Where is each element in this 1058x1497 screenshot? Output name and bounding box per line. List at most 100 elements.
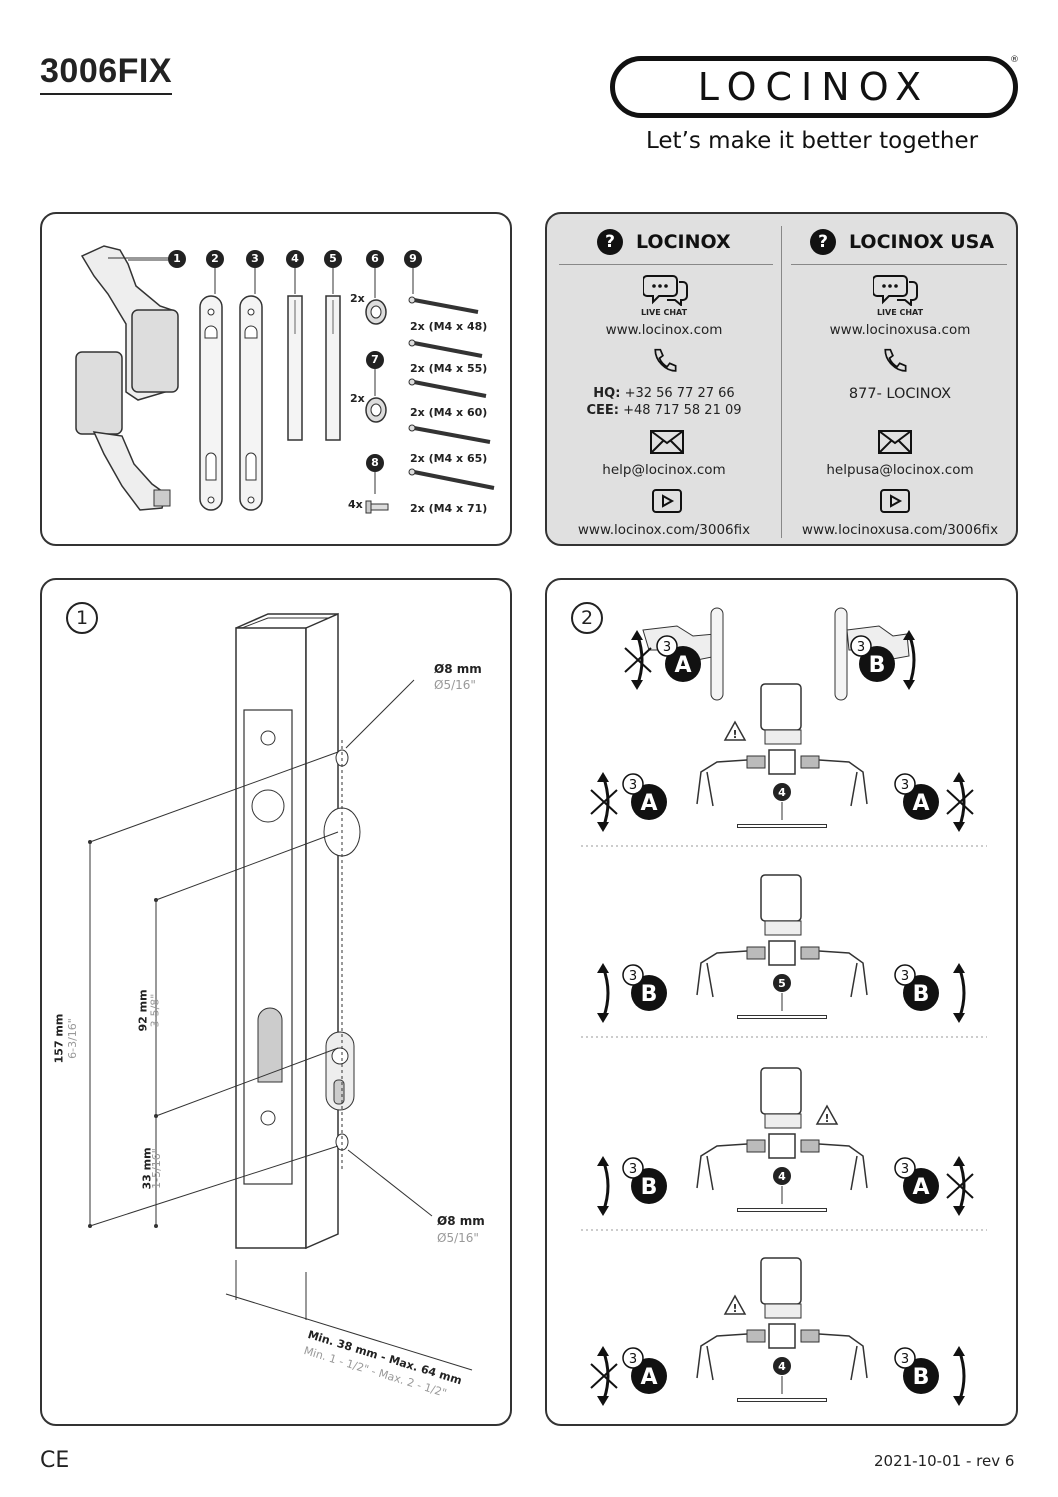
config-4-lock-body [760,1257,802,1305]
config-1-spindle-num: 4 [778,786,786,799]
config-1-left-badge-num: 3 [629,778,637,793]
config-4-right-badge-letter: B [913,1365,930,1390]
config-3-left-badge-num: 3 [629,1162,637,1177]
config-1-right-badge-num: 3 [901,778,909,793]
contact-left-rule [559,264,773,265]
tagline: Let’s make it better together [646,128,979,154]
config-1-right-badge-letter: A [912,791,929,816]
config-3-lock-body [760,1067,802,1115]
config-1-right-handle [818,759,868,807]
config-1-left-badge-num-circle [622,773,644,795]
part-number-3: 3 [246,250,264,268]
config-3-right-arrow-head-down [953,1206,965,1216]
config-1-left-badge-circle [631,784,667,820]
config-4-warning-text: ! [732,1302,737,1315]
config-1-right-badge-circle [903,784,939,820]
screw-size-65: 2x (M4 x 65) [410,452,488,465]
email-link[interactable]: helpusa@locinox.com [826,462,974,478]
part-number-4: 4 [286,250,304,268]
contact-right-rule [791,264,1007,265]
play-icon[interactable] [651,488,683,514]
contact-divider [781,226,782,538]
part-number-8: 8 [366,454,384,472]
config-1-spindle-num-circle [773,783,791,801]
config-1-left-rose [746,755,766,769]
config-2-right-badge-circle [903,975,939,1011]
config-3-warning-icon [815,1104,839,1125]
config-2-left-arrow-head-down [597,1013,609,1023]
config-4-right-arrow-arc [957,1349,966,1403]
mail-icon[interactable] [877,428,913,456]
contact-heading-locinox-usa: LOCINOX USA [849,231,995,253]
config-3-left-handle [696,1143,748,1191]
config-4-left-rose [746,1329,766,1343]
config-2-spindle-num-circle [773,974,791,992]
config-2-left-rose [746,946,766,960]
config-3-right-badge-letter: A [912,1175,929,1200]
email-link[interactable]: help@locinox.com [602,462,726,478]
config-2-right-arrow-arc [957,966,966,1020]
config-1-left-arrow-cross-b [590,789,618,815]
phone-icon[interactable] [651,348,677,376]
config-4-right-rose [800,1329,820,1343]
cee-phone[interactable]: +48 717 58 21 09 [623,403,742,418]
config-1-warning-text: ! [732,728,737,741]
config-2-right-handle [818,950,868,998]
top-left-escutcheon [710,607,724,701]
config-2-left-badge-letter: B [641,982,658,1007]
config-1-right-arrow-cross-b [946,789,974,815]
config-1-spindle-block [768,749,796,775]
config-2-right-rose [800,946,820,960]
config-2-right-arrow-head-down [953,1013,965,1023]
step1-panel: 1 [40,578,512,1426]
screw-size-55: 2x (M4 x 55) [410,362,488,375]
config-1-right-badge-num-circle [894,773,916,795]
hole-bottom-in: Ø5/16" [437,1231,479,1245]
config-4-right-badge-num: 3 [901,1352,909,1367]
top-left-badge-circle [665,646,701,682]
question-icon: ? [810,229,836,255]
top-left-badge-letter: A [674,653,691,678]
config-3-lock-plate [764,1113,802,1129]
top-left-badge-num: 3 [663,640,671,655]
config-4-spindle-num-circle [773,1357,791,1375]
question-icon: ? [597,229,623,255]
config-4-left-badge-num-circle [622,1347,644,1369]
chat-icon[interactable] [873,272,919,306]
top-left-arrow-head-down [631,680,643,690]
config-4-right-arrow-head-down [953,1396,965,1406]
config-4-lock-plate [764,1303,802,1319]
play-icon[interactable] [879,488,911,514]
website-link[interactable]: www.locinoxusa.com [829,322,971,338]
config-4-warning-icon [723,1294,747,1315]
config-4-left-badge-circle [631,1358,667,1394]
dim-33-in: 1-5/16" [149,1148,163,1189]
part-number-6: 6 [366,250,384,268]
part-8-qty: 4x [348,498,363,511]
part-number-5: 5 [324,250,342,268]
config-3-right-badge-num: 3 [901,1162,909,1177]
brand-logo: LOCINOX [610,56,1018,118]
usa-phone[interactable]: 877- LOCINOX [848,386,952,402]
part-number-9: 9 [404,250,422,268]
hole-top-in: Ø5/16" [434,678,476,692]
config-3-left-badge-num-circle [622,1157,644,1179]
config-3-left-arrow-arc [601,1159,610,1213]
step1-number: 1 [66,602,98,634]
website-link[interactable]: www.locinox.com [605,322,723,338]
screw-size-71: 2x (M4 x 71) [410,502,488,515]
config-2-spindle-block [768,940,796,966]
top-right-arrow-head-down [903,680,915,690]
config-4-right-arrow-head-up [953,1346,965,1356]
config-3-warning-text: ! [824,1112,829,1125]
hq-phone[interactable]: +32 56 77 27 66 [624,386,735,401]
chat-icon[interactable] [643,272,689,306]
video-link[interactable]: www.locinoxusa.com/3006fix [801,522,999,538]
config-1-lock-body [760,683,802,731]
video-link[interactable]: www.locinox.com/3006fix [577,522,751,538]
mail-icon[interactable] [649,428,685,456]
config-2-lock-body [760,874,802,922]
config-3-right-handle [818,1143,868,1191]
config-2-right-badge-num: 3 [901,969,909,984]
phone-icon[interactable] [881,348,907,376]
